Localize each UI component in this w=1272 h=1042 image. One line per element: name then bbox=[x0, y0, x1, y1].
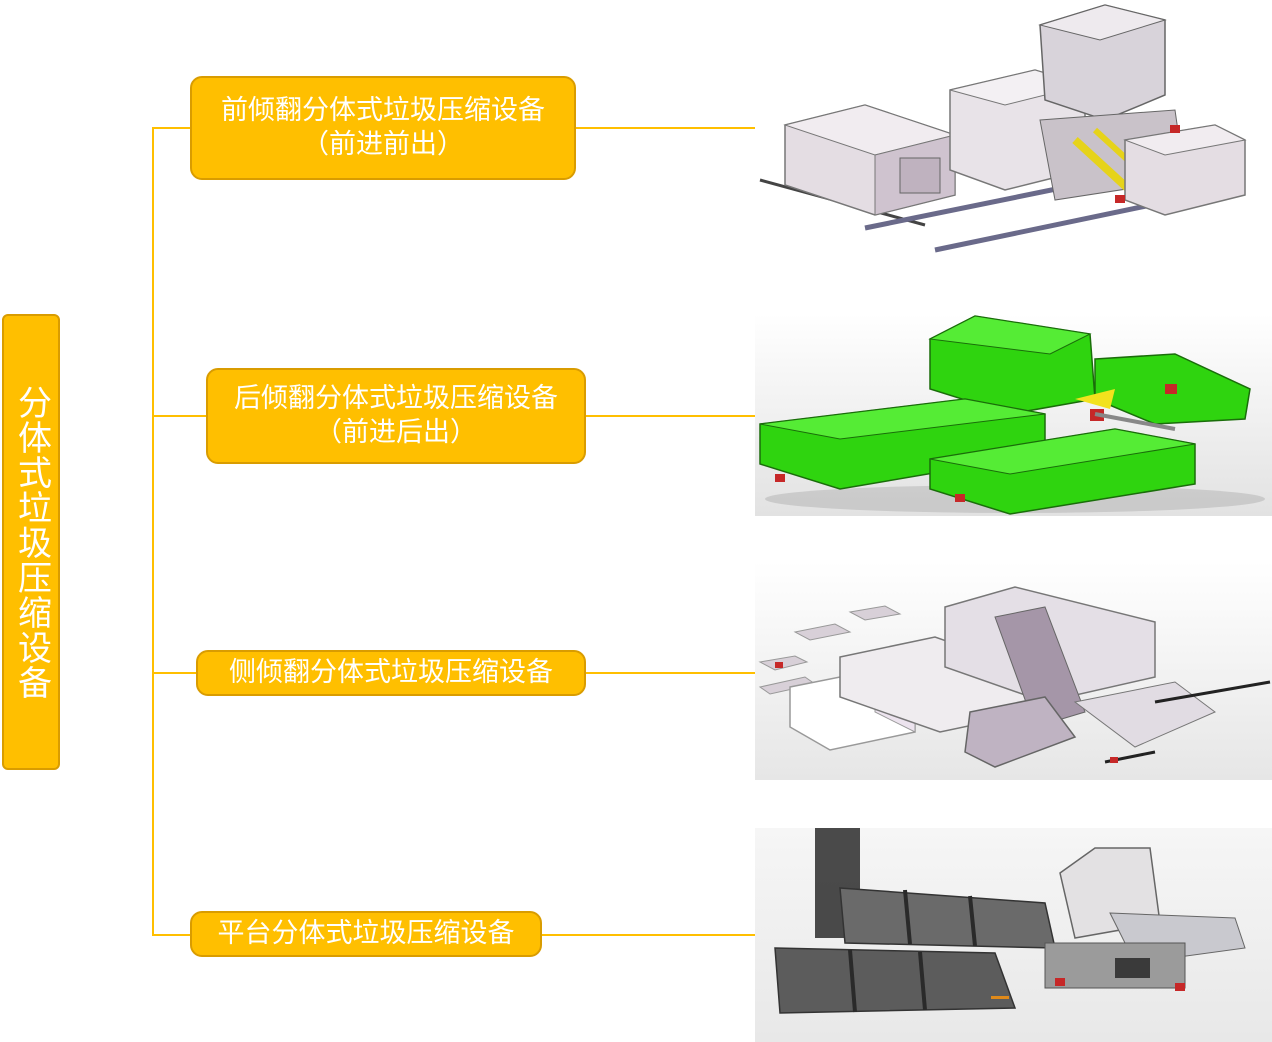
branch-node-platform: 平台分体式垃圾压缩设备 bbox=[190, 911, 542, 957]
trunk-line bbox=[152, 127, 154, 935]
front-tilt-model-image bbox=[755, 0, 1272, 260]
branch-node-front-tilt: 前倾翻分体式垃圾压缩设备 （前进前出） bbox=[190, 76, 576, 180]
rear-tilt-model-image bbox=[755, 314, 1272, 516]
branch-label: 侧倾翻分体式垃圾压缩设备 bbox=[229, 657, 553, 688]
root-label: 分体式垃圾压缩设备 bbox=[11, 384, 52, 700]
branch-label: 前倾翻分体式垃圾压缩设备 bbox=[221, 95, 545, 126]
connector-line bbox=[541, 934, 755, 936]
connector-line bbox=[575, 127, 755, 129]
root-node: 分体式垃圾压缩设备 bbox=[2, 314, 60, 770]
branch-node-rear-tilt: 后倾翻分体式垃圾压缩设备 （前进后出） bbox=[206, 368, 586, 464]
connector-line bbox=[585, 672, 755, 674]
branch-sublabel: （前进前出） bbox=[302, 129, 464, 160]
connector-line bbox=[152, 934, 192, 936]
connector-line bbox=[585, 415, 755, 417]
connector-line bbox=[152, 415, 208, 417]
branch-sublabel: （前进后出） bbox=[315, 417, 477, 448]
side-tilt-model-image bbox=[755, 562, 1272, 780]
platform-model-image bbox=[755, 828, 1272, 1042]
branch-label: 后倾翻分体式垃圾压缩设备 bbox=[234, 383, 558, 414]
branch-label: 平台分体式垃圾压缩设备 bbox=[217, 918, 515, 949]
branch-node-side-tilt: 侧倾翻分体式垃圾压缩设备 bbox=[196, 650, 586, 696]
connector-line bbox=[152, 127, 192, 129]
connector-line bbox=[152, 672, 198, 674]
